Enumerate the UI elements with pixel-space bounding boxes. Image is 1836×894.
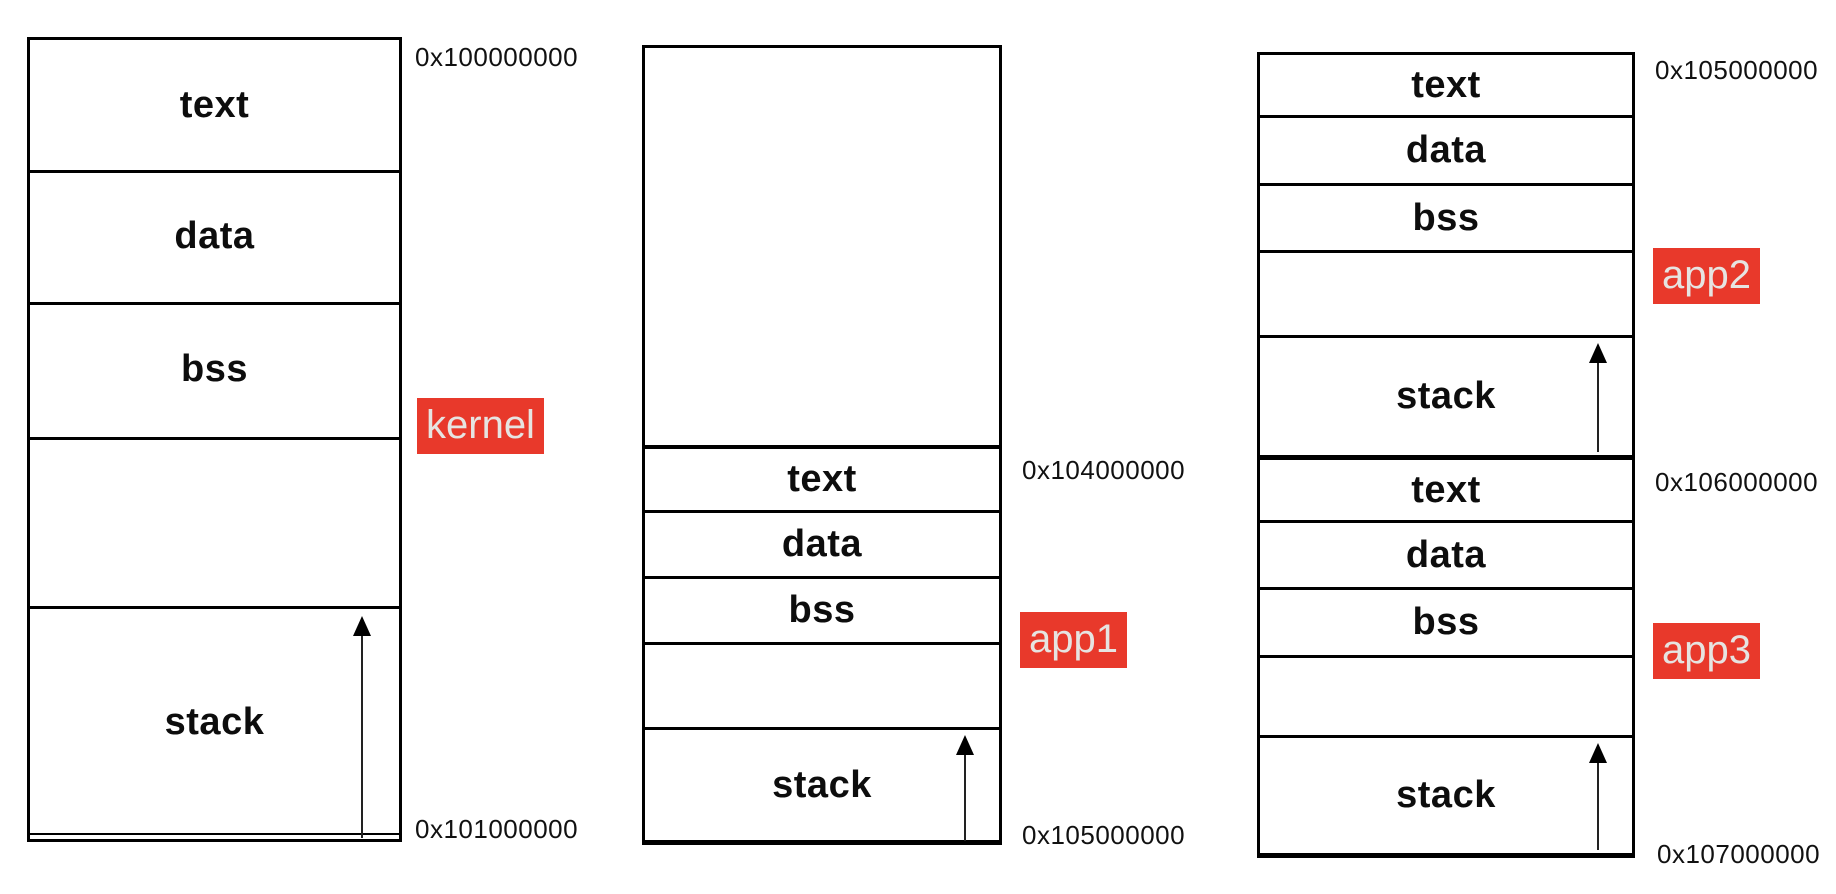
arrow-up-icon [353, 616, 371, 636]
address-label: 0x105000000 [1022, 820, 1186, 850]
divider [30, 302, 399, 305]
segment-label-text: text [1411, 468, 1481, 511]
divider [645, 727, 999, 730]
divider [30, 170, 399, 173]
memory-map-app2-app3: text data bss stack text data bss stack [1257, 52, 1635, 858]
segment-label-text: text [787, 458, 857, 500]
divider [1260, 250, 1632, 253]
address-label: 0x100000000 [415, 42, 579, 72]
divider [1260, 335, 1632, 338]
arrow-line [1597, 763, 1599, 850]
segment-label-stack: stack [164, 701, 265, 743]
segment-label-data: data [781, 523, 863, 565]
segment-label-bss: bss [1412, 196, 1480, 239]
kernel-tag: kernel [417, 398, 544, 454]
address-label: 0x104000000 [1022, 455, 1186, 485]
address-label: 0x105000000 [1655, 55, 1819, 85]
arrow-up-icon [1589, 743, 1607, 763]
divider [645, 576, 999, 579]
arrow-up-icon [1589, 343, 1607, 363]
divider [1260, 115, 1632, 118]
divider [645, 445, 999, 449]
address-label: 0x106000000 [1655, 467, 1819, 497]
segment-label-text: text [179, 83, 250, 126]
arrow-line [361, 636, 363, 838]
arrow-up-icon [956, 735, 974, 755]
divider [1260, 520, 1632, 523]
app1-tag: app1 [1020, 612, 1127, 668]
segment-label-stack: stack [772, 763, 872, 806]
segment-label-data: data [1405, 533, 1487, 576]
segment-label-stack: stack [1396, 774, 1496, 816]
divider [645, 510, 999, 513]
divider [1260, 735, 1632, 738]
divider [30, 833, 399, 835]
address-label: 0x107000000 [1657, 839, 1821, 869]
app2-tag: app2 [1653, 248, 1760, 304]
memory-map-kernel: text data bss stack [27, 37, 402, 842]
app3-tag: app3 [1653, 623, 1760, 679]
divider [645, 642, 999, 645]
divider [1260, 183, 1632, 186]
segment-label-data: data [174, 214, 255, 257]
arrow-line [1597, 363, 1599, 452]
segment-label-bss: bss [181, 348, 248, 390]
address-label: 0x101000000 [415, 814, 579, 844]
app-boundary-divider [1260, 455, 1632, 460]
arrow-line [964, 755, 966, 841]
segment-label-stack: stack [1396, 375, 1496, 417]
memory-map-app1: text data bss stack [642, 45, 1002, 845]
segment-label-bss: bss [788, 589, 856, 631]
segment-label-bss: bss [1412, 601, 1480, 643]
divider [30, 606, 399, 609]
divider [1260, 655, 1632, 658]
segment-label-data: data [1405, 129, 1487, 171]
segment-label-text: text [1411, 63, 1481, 106]
divider [30, 437, 399, 440]
divider [1260, 587, 1632, 590]
